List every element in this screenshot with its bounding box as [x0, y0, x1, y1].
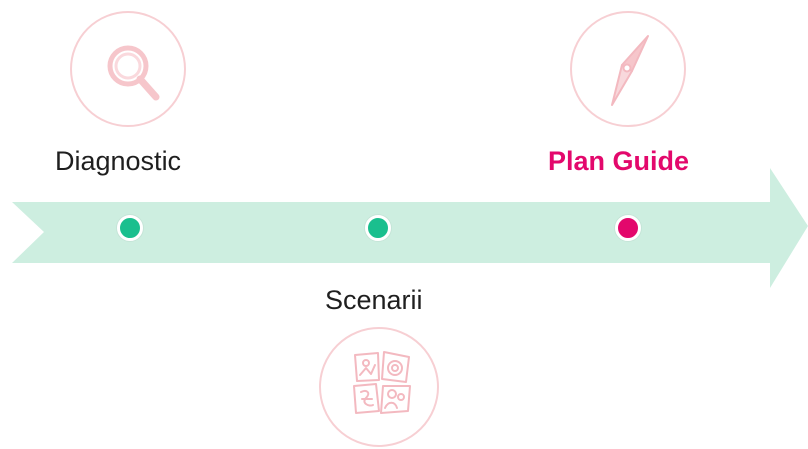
timeline-dot-scenarii — [365, 215, 391, 241]
timeline-dot-diagnostic — [117, 215, 143, 241]
step-label-scenarii: Scenarii — [325, 285, 423, 315]
search-icon — [70, 11, 186, 127]
timeline-dot-plan-guide — [615, 215, 641, 241]
storyboard-icon — [319, 327, 439, 447]
step-label-plan-guide: Plan Guide — [548, 146, 690, 176]
compass-icon — [570, 11, 686, 127]
step-label-diagnostic: Diagnostic — [55, 146, 182, 176]
